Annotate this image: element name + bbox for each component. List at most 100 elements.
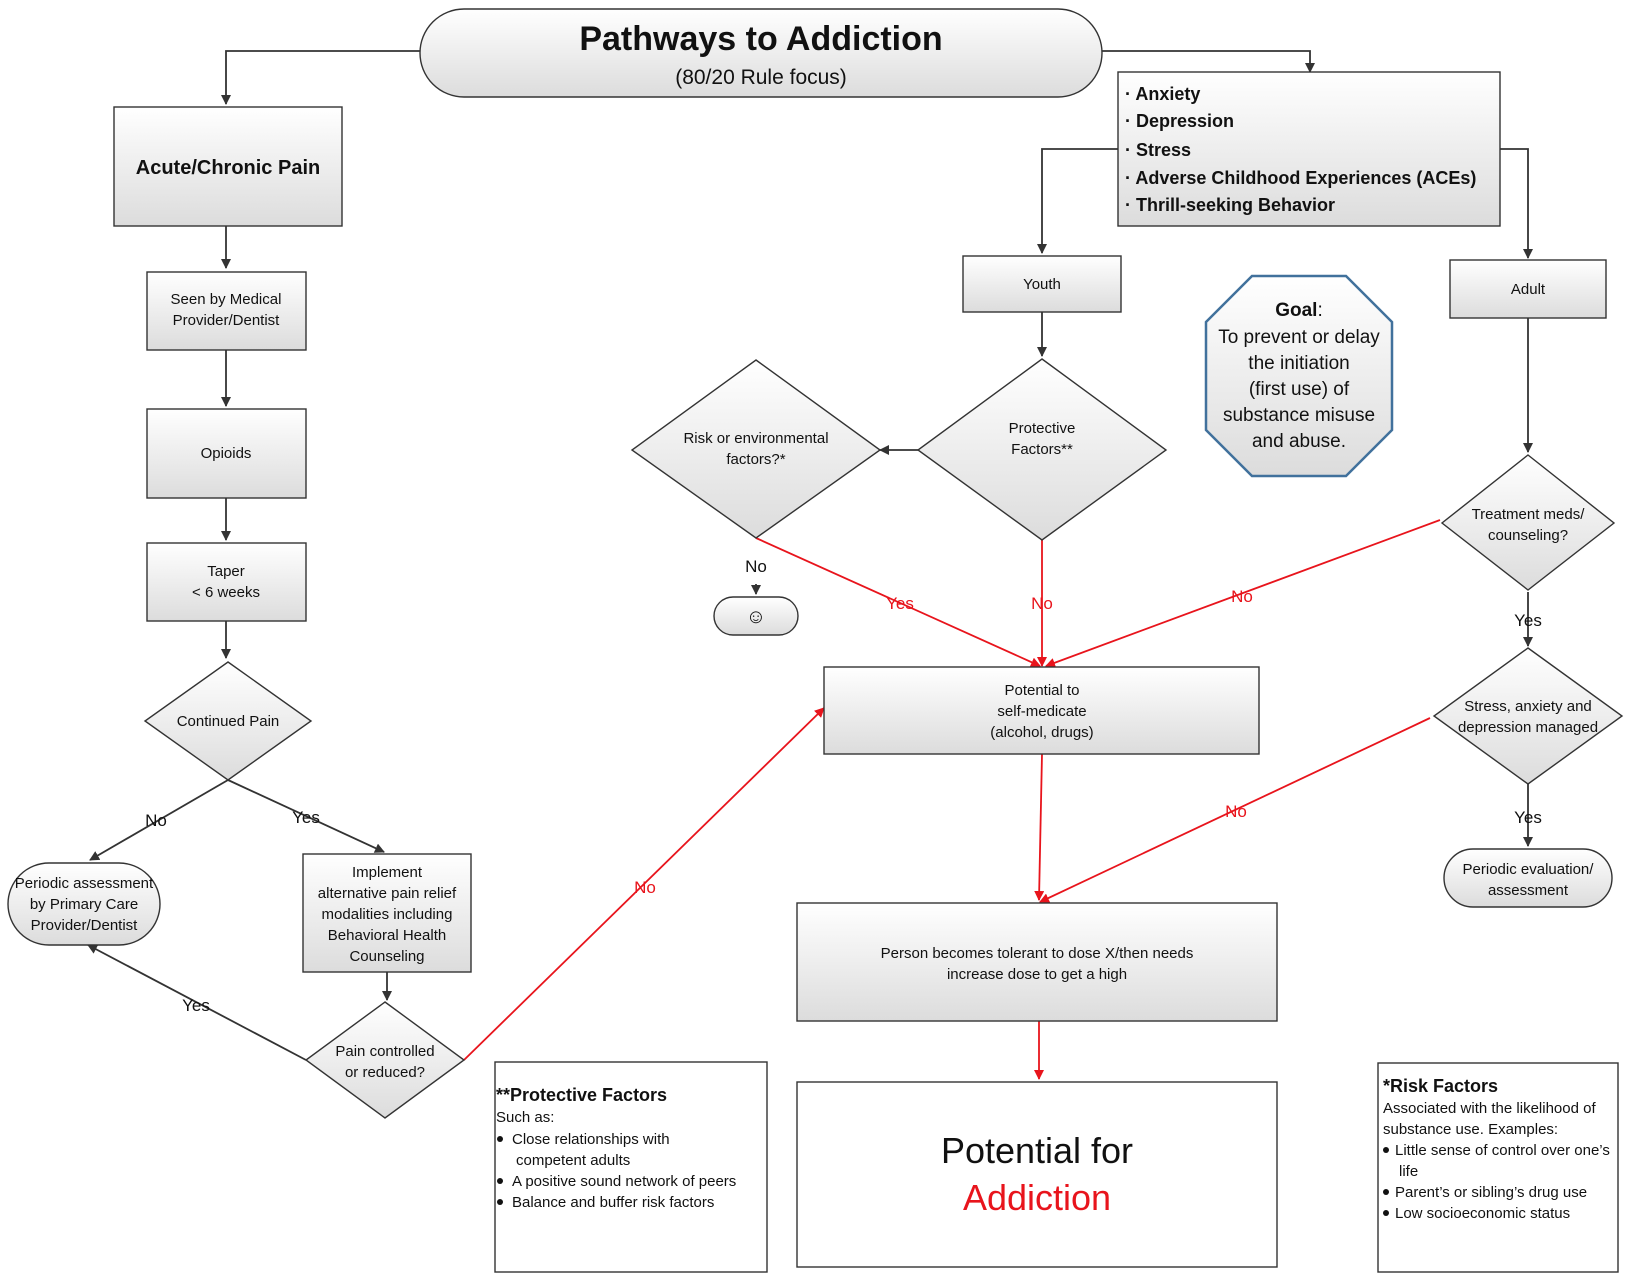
selfmed-box [823, 666, 1260, 755]
node-smiley: ☺ [713, 596, 799, 636]
protective-diamond [916, 358, 1168, 541]
implement-box [302, 853, 472, 973]
label-controlled-no: No [634, 878, 656, 897]
smiley-icon: ☺ [746, 606, 766, 628]
goal-heading: Goal: [1275, 300, 1323, 321]
treatment-diamond [1440, 454, 1616, 591]
label-treatment-no: No [1231, 587, 1253, 606]
factor-depression: · Depression [1125, 111, 1234, 131]
decision-managed: Stress, anxiety and depression managed [1432, 647, 1624, 785]
node-factors: · Anxiety · Depression · Stress · Advers… [1117, 71, 1501, 227]
opioids-box [146, 408, 307, 499]
selfmed-line-1: Potential to [1004, 682, 1079, 699]
protective-bullet-2: A positive sound network of peers [512, 1173, 736, 1190]
goal-line-2: the initiation [1248, 353, 1349, 374]
label-managed-yes: Yes [1514, 808, 1542, 827]
arrow-selfmed-to-tolerant [1034, 753, 1045, 901]
treatment-line-1: Treatment meds/ [1472, 506, 1586, 523]
label-risk-yes: Yes [886, 594, 914, 613]
selfmed-line-2: self-medicate [997, 703, 1086, 720]
risk-bullet-2: Parent’s or sibling’s drug use [1395, 1184, 1587, 1201]
arrow-title-to-factors [1102, 50, 1315, 73]
node-tolerant: Person becomes tolerant to dose X/then n… [796, 902, 1278, 1022]
protective-factors-note: **Protective Factors Such as: Close rela… [494, 1061, 768, 1273]
tolerant-line-2: increase dose to get a high [947, 966, 1127, 983]
goal-line-4: substance misuse [1223, 405, 1375, 426]
smiley-box [713, 596, 799, 636]
decision-risk-factors: Risk or environmental factors?* [630, 359, 882, 539]
risk-diamond [630, 359, 882, 539]
factor-thrill-seeking: · Thrill-seeking Behavior [1125, 195, 1335, 215]
controlled-line-1: Pain controlled [335, 1043, 434, 1060]
arrow-continued-no [89, 779, 229, 861]
periodic-box [7, 862, 161, 946]
controlled-line-2: or reduced? [345, 1064, 425, 1081]
protective-bullet-1-line-1: Close relationships with [512, 1131, 670, 1148]
label-continued-yes: Yes [292, 808, 320, 827]
factors-box [1117, 71, 1501, 227]
periodic-line-3: Provider/Dentist [31, 917, 139, 934]
risk-line-2: factors?* [726, 451, 785, 468]
adult-label: Adult [1511, 281, 1546, 298]
opioids-label: Opioids [201, 445, 252, 462]
periodic-line-2: by Primary Care [30, 896, 138, 913]
protective-line-1: Protective [1009, 420, 1076, 437]
arrow-factors-to-youth [1037, 148, 1118, 254]
youth-box [962, 255, 1122, 313]
protective-note-heading: **Protective Factors [496, 1085, 667, 1105]
evaluation-line-1: Periodic evaluation/ [1463, 861, 1595, 878]
label-risk-no: No [745, 557, 767, 576]
addiction-box [796, 1081, 1278, 1268]
risk-bullet-1-line-1: Little sense of control over one’s [1395, 1142, 1610, 1159]
bullet-dot [1383, 1147, 1389, 1153]
protective-note-box [494, 1061, 768, 1273]
goal-shape [1204, 274, 1394, 478]
bullet-dot [1383, 1210, 1389, 1216]
arrow-controlled-no [463, 707, 825, 1061]
goal-line-5: and abuse. [1252, 431, 1346, 452]
periodic-line-1: Periodic assessment [15, 875, 154, 892]
arrow-title-to-pain [221, 50, 420, 105]
bullet-dot [497, 1178, 503, 1184]
seen-line-1: Seen by Medical [171, 291, 282, 308]
implement-line-1: Implement [352, 864, 423, 881]
node-youth: Youth [962, 255, 1122, 313]
goal-line-3: (first use) of [1249, 379, 1350, 400]
factor-anxiety: · Anxiety [1125, 84, 1200, 104]
goal-colon: : [1317, 300, 1322, 321]
label-managed-no: No [1225, 802, 1247, 821]
decision-pain-controlled: Pain controlled or reduced? [304, 1001, 466, 1119]
node-implement-alternative: Implement alternative pain relief modali… [302, 853, 472, 973]
selfmed-line-3: (alcohol, drugs) [990, 724, 1093, 741]
goal-octagon: Goal: To prevent or delay the initiation… [1204, 274, 1394, 478]
risk-bullet-3: Low socioeconomic status [1395, 1205, 1570, 1222]
protective-bullet-1-line-2: competent adults [516, 1152, 630, 1169]
implement-line-3: modalities including [322, 906, 453, 923]
decision-treatment: Treatment meds/ counseling? [1440, 454, 1616, 591]
implement-line-4: Behavioral Health [328, 927, 446, 944]
bullet-dot [1383, 1189, 1389, 1195]
managed-line-2: depression managed [1458, 719, 1598, 736]
decision-protective-factors: Protective Factors** [916, 358, 1168, 541]
taper-box [146, 542, 307, 622]
implement-line-5: Counseling [349, 948, 424, 965]
risk-note-heading: *Risk Factors [1383, 1076, 1498, 1096]
title-text: Pathways to Addiction [579, 20, 942, 58]
goal-line-1: To prevent or delay [1218, 327, 1380, 348]
protective-line-2: Factors** [1011, 441, 1073, 458]
controlled-diamond [304, 1001, 466, 1119]
continued-label: Continued Pain [177, 713, 280, 730]
managed-line-1: Stress, anxiety and [1464, 698, 1592, 715]
risk-factors-note: *Risk Factors Associated with the likeli… [1377, 1062, 1619, 1273]
risk-note-intro-line-2: substance use. Examples: [1383, 1121, 1558, 1138]
factor-aces: · Adverse Childhood Experiences (ACEs) [1125, 168, 1476, 188]
continued-diamond [143, 661, 313, 781]
node-acute-pain: Acute/Chronic Pain [113, 106, 343, 227]
risk-note-box [1377, 1062, 1619, 1273]
node-periodic-assessment: Periodic assessment by Primary Care Prov… [7, 862, 161, 946]
factor-stress: · Stress [1125, 140, 1191, 160]
title-node: Pathways to Addiction (80/20 Rule focus) [419, 8, 1103, 98]
adult-box [1449, 259, 1607, 319]
taper-line-2: < 6 weeks [192, 584, 260, 601]
